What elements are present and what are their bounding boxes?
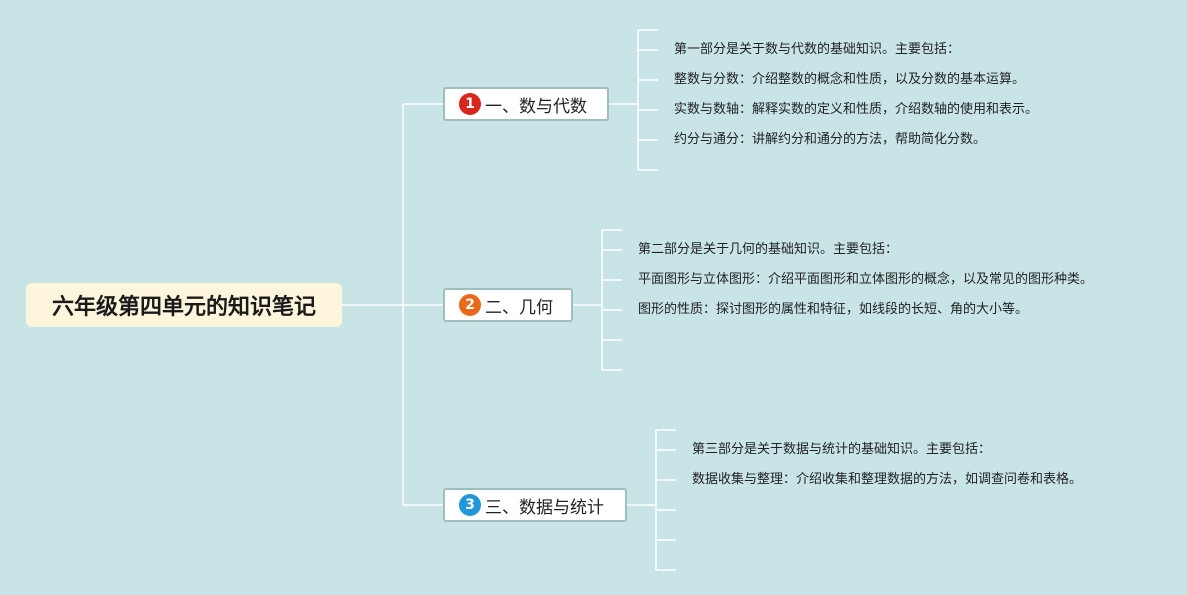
leaf-item: 平面图形与立体图形：介绍平面图形和立体图形的概念，以及常见的图形种类。 [638,272,1094,287]
root-node[interactable]: 六年级第四单元的知识笔记 [26,283,342,327]
branch-node-1[interactable]: 1 一、数与代数 [443,87,609,121]
branch-node-2[interactable]: 2 二、几何 [443,288,573,322]
number-badge-icon: 2 [459,294,481,316]
branch-label: 二、几何 [485,297,553,318]
leaf-item: 图形的性质：探讨图形的属性和特征，如线段的长短、角的大小等。 [638,302,1029,317]
branch-label: 一、数与代数 [485,96,587,117]
leaf-item: 整数与分数：介绍整数的概念和性质，以及分数的基本运算。 [674,72,1026,87]
root-title: 六年级第四单元的知识笔记 [51,295,316,320]
branch-node-3[interactable]: 3 三、数据与统计 [443,488,627,522]
leaf-item: 第一部分是关于数与代数的基础知识。主要包括： [674,42,961,57]
leaf-item: 实数与数轴：解释实数的定义和性质，介绍数轴的使用和表示。 [674,102,1039,117]
number-badge-icon: 3 [459,494,481,516]
leaf-item: 数据收集与整理：介绍收集和整理数据的方法，如调查问卷和表格。 [692,472,1083,487]
branch-label: 三、数据与统计 [485,497,604,518]
leaf-item: 约分与通分：讲解约分和通分的方法，帮助简化分数。 [674,132,987,147]
leaf-item: 第二部分是关于几何的基础知识。主要包括： [638,242,899,257]
leaf-item: 第三部分是关于数据与统计的基础知识。主要包括： [692,442,992,457]
number-badge-icon: 1 [459,93,481,115]
